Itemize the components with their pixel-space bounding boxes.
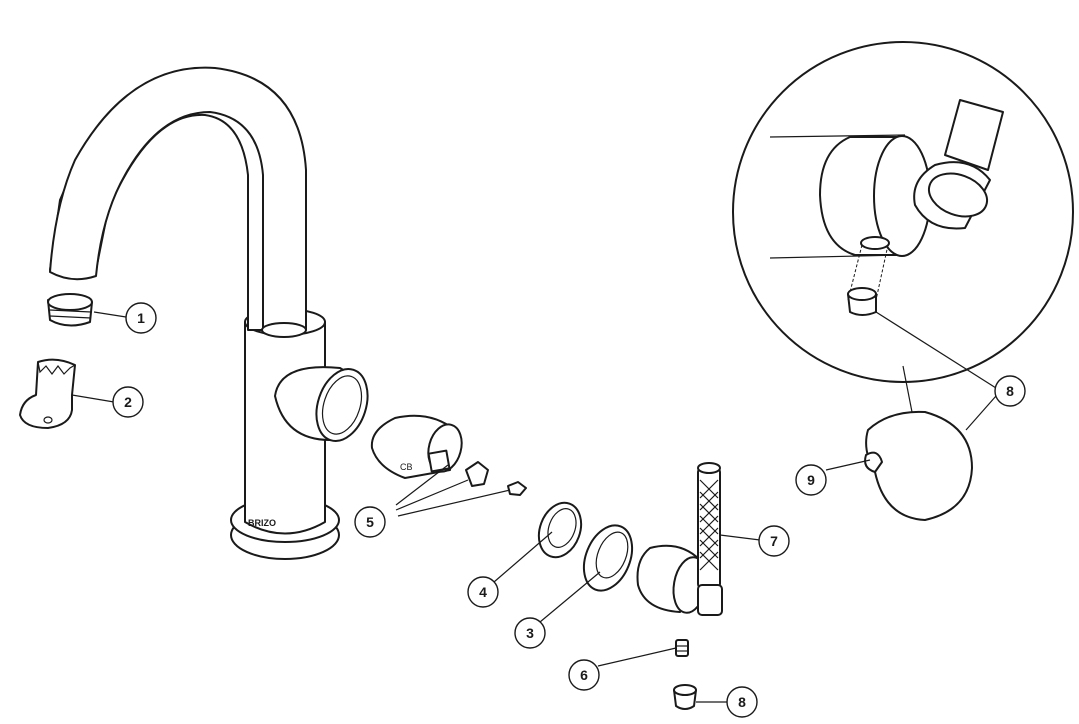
callout-label: 9 <box>807 472 815 488</box>
callout-9: 9 <box>795 464 827 496</box>
callout-label: 8 <box>738 694 746 710</box>
escutcheon-ring <box>582 524 634 592</box>
callout-3: 3 <box>514 617 546 649</box>
handle-cap <box>673 684 697 710</box>
callout-label: 3 <box>526 625 534 641</box>
handle <box>636 462 723 616</box>
callout-7: 7 <box>758 525 790 557</box>
callout-label: 1 <box>137 310 145 326</box>
callout-1: 1 <box>125 302 157 334</box>
callout-5: 5 <box>354 506 386 538</box>
leader-lines <box>71 311 997 703</box>
callout-label: 7 <box>770 533 778 549</box>
callout-8-detail: 8 <box>994 375 1026 407</box>
brand-mark: BRIZO <box>248 518 276 528</box>
callout-label: 2 <box>124 394 132 410</box>
knurled-grip <box>699 479 719 571</box>
callout-label: 4 <box>479 584 487 600</box>
aerator <box>47 293 93 327</box>
callout-label: 6 <box>580 667 588 683</box>
callout-label: 5 <box>366 514 374 530</box>
set-screw <box>675 639 689 657</box>
cartridge-mark: CB <box>400 462 413 472</box>
cartridge-assembly: CB <box>370 414 527 496</box>
callout-2: 2 <box>112 386 144 418</box>
callout-8: 8 <box>726 686 758 718</box>
detail-view <box>732 41 1074 383</box>
faucet-body: BRIZO <box>49 66 369 560</box>
callout-6: 6 <box>568 659 600 691</box>
callout-4: 4 <box>467 576 499 608</box>
callout-label: 8 <box>1006 383 1014 399</box>
aerator-key <box>19 358 76 429</box>
detail-sphere <box>864 410 973 521</box>
bonnet-nut <box>537 501 583 559</box>
